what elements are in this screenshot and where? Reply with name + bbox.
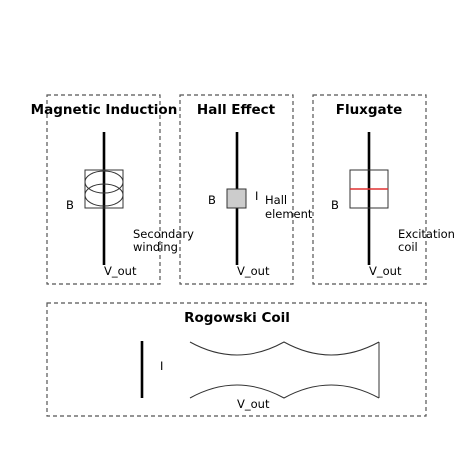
element-label-line1: Hall <box>265 193 287 207</box>
panel-hall-effect: Hall Effect B I Hall element V_out <box>179 94 313 285</box>
output-label: V_out <box>369 264 402 278</box>
field-label: B <box>66 198 74 212</box>
panel-border <box>46 302 427 417</box>
panel-title: Rogowski Coil <box>184 310 290 326</box>
current-label: I <box>160 359 163 373</box>
panel-border <box>46 94 161 285</box>
panel-title: Hall Effect <box>197 102 276 118</box>
output-label: V_out <box>237 264 270 278</box>
panel-title: Fluxgate <box>336 102 403 118</box>
coil-label-line2: coil <box>398 240 418 254</box>
panel-title: Magnetic Induction <box>31 102 178 118</box>
field-label: B <box>331 198 339 212</box>
output-label: V_out <box>104 264 137 278</box>
panel-magnetic-induction: Magnetic Induction B Secondary winding V… <box>31 94 194 285</box>
output-label: V_out <box>237 397 270 411</box>
coil-label-line1: Secondary <box>133 227 194 241</box>
panel-border <box>312 94 427 285</box>
panel-border <box>179 94 294 285</box>
panel-rogowski-coil: Rogowski Coil I V_out <box>46 302 427 417</box>
current-label: I <box>255 189 258 203</box>
field-label: B <box>208 193 216 207</box>
winding-loop-upper <box>84 170 124 194</box>
panel-fluxgate: Fluxgate B Excitation coil V_out <box>312 94 455 285</box>
coil-label-line1: Excitation <box>398 227 455 241</box>
rogowski-coil-upper <box>189 341 380 356</box>
rogowski-coil-lower <box>189 384 380 399</box>
element-label-line2: element <box>265 207 313 221</box>
coil-label-line2: winding <box>133 240 178 254</box>
hall-element-chip <box>226 188 247 209</box>
secondary-winding-coil <box>84 169 124 209</box>
